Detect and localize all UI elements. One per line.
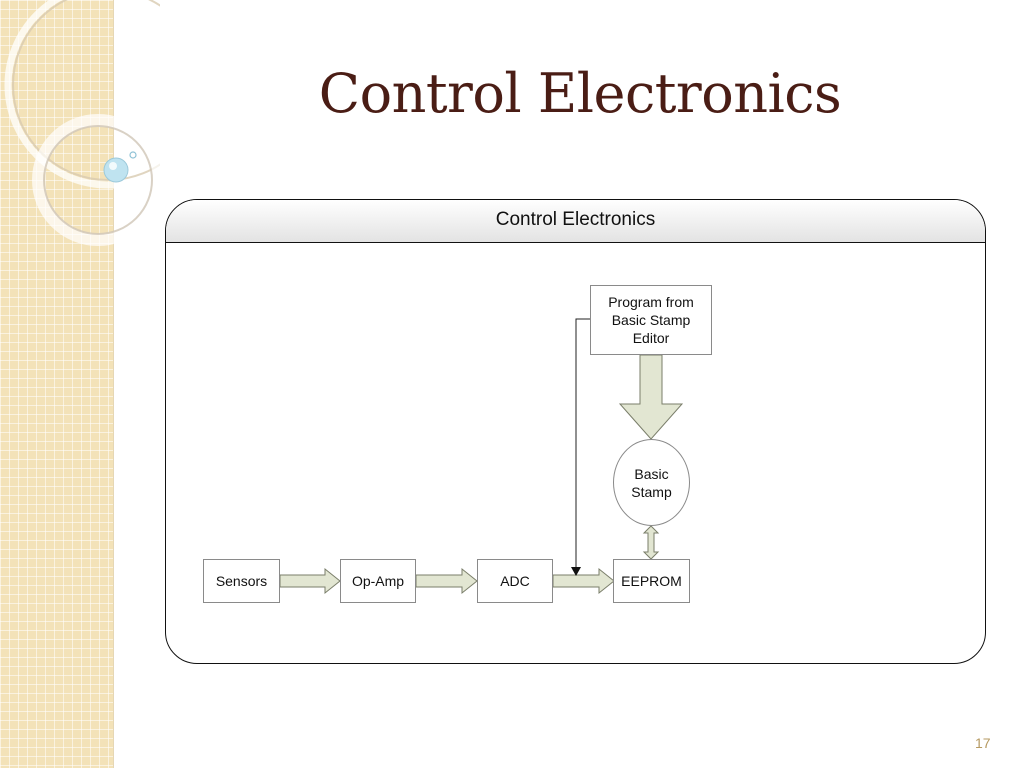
node-op-amp: Op-Amp xyxy=(340,559,416,603)
node-eeprom: EEPROM xyxy=(613,559,690,603)
decorative-ring-large-shadow xyxy=(12,0,160,181)
arrow-sensors-to-op-amp xyxy=(279,567,341,595)
node-sensors: Sensors xyxy=(203,559,280,603)
decorative-ring-large xyxy=(4,0,160,189)
decorative-dot-highlight xyxy=(109,162,117,170)
page-number: 17 xyxy=(975,735,991,751)
decorative-dot-small xyxy=(129,151,137,159)
diagram-header-title: Control Electronics xyxy=(495,209,656,230)
line-program-to-eeprom xyxy=(575,318,591,568)
sidebar-divider xyxy=(113,0,114,768)
node-basic-stamp: Basic Stamp xyxy=(613,439,690,526)
node-program-from-editor: Program from Basic Stamp Editor xyxy=(590,285,712,355)
arrow-op-amp-to-adc xyxy=(415,567,478,595)
slide-title: Control Electronics xyxy=(318,62,842,125)
arrow-program-to-basic-stamp xyxy=(618,354,684,440)
decorative-rings xyxy=(4,0,160,246)
arrow-adc-to-eeprom xyxy=(552,567,615,595)
decorative-ring-small xyxy=(32,114,160,246)
diagram-header: Control Electronics xyxy=(166,200,985,243)
arrow-basic-stamp-to-eeprom xyxy=(642,525,660,560)
node-adc: ADC xyxy=(477,559,553,603)
line-program-to-eeprom-arrowhead xyxy=(571,567,581,576)
decorative-ring-small-shadow xyxy=(43,125,153,235)
